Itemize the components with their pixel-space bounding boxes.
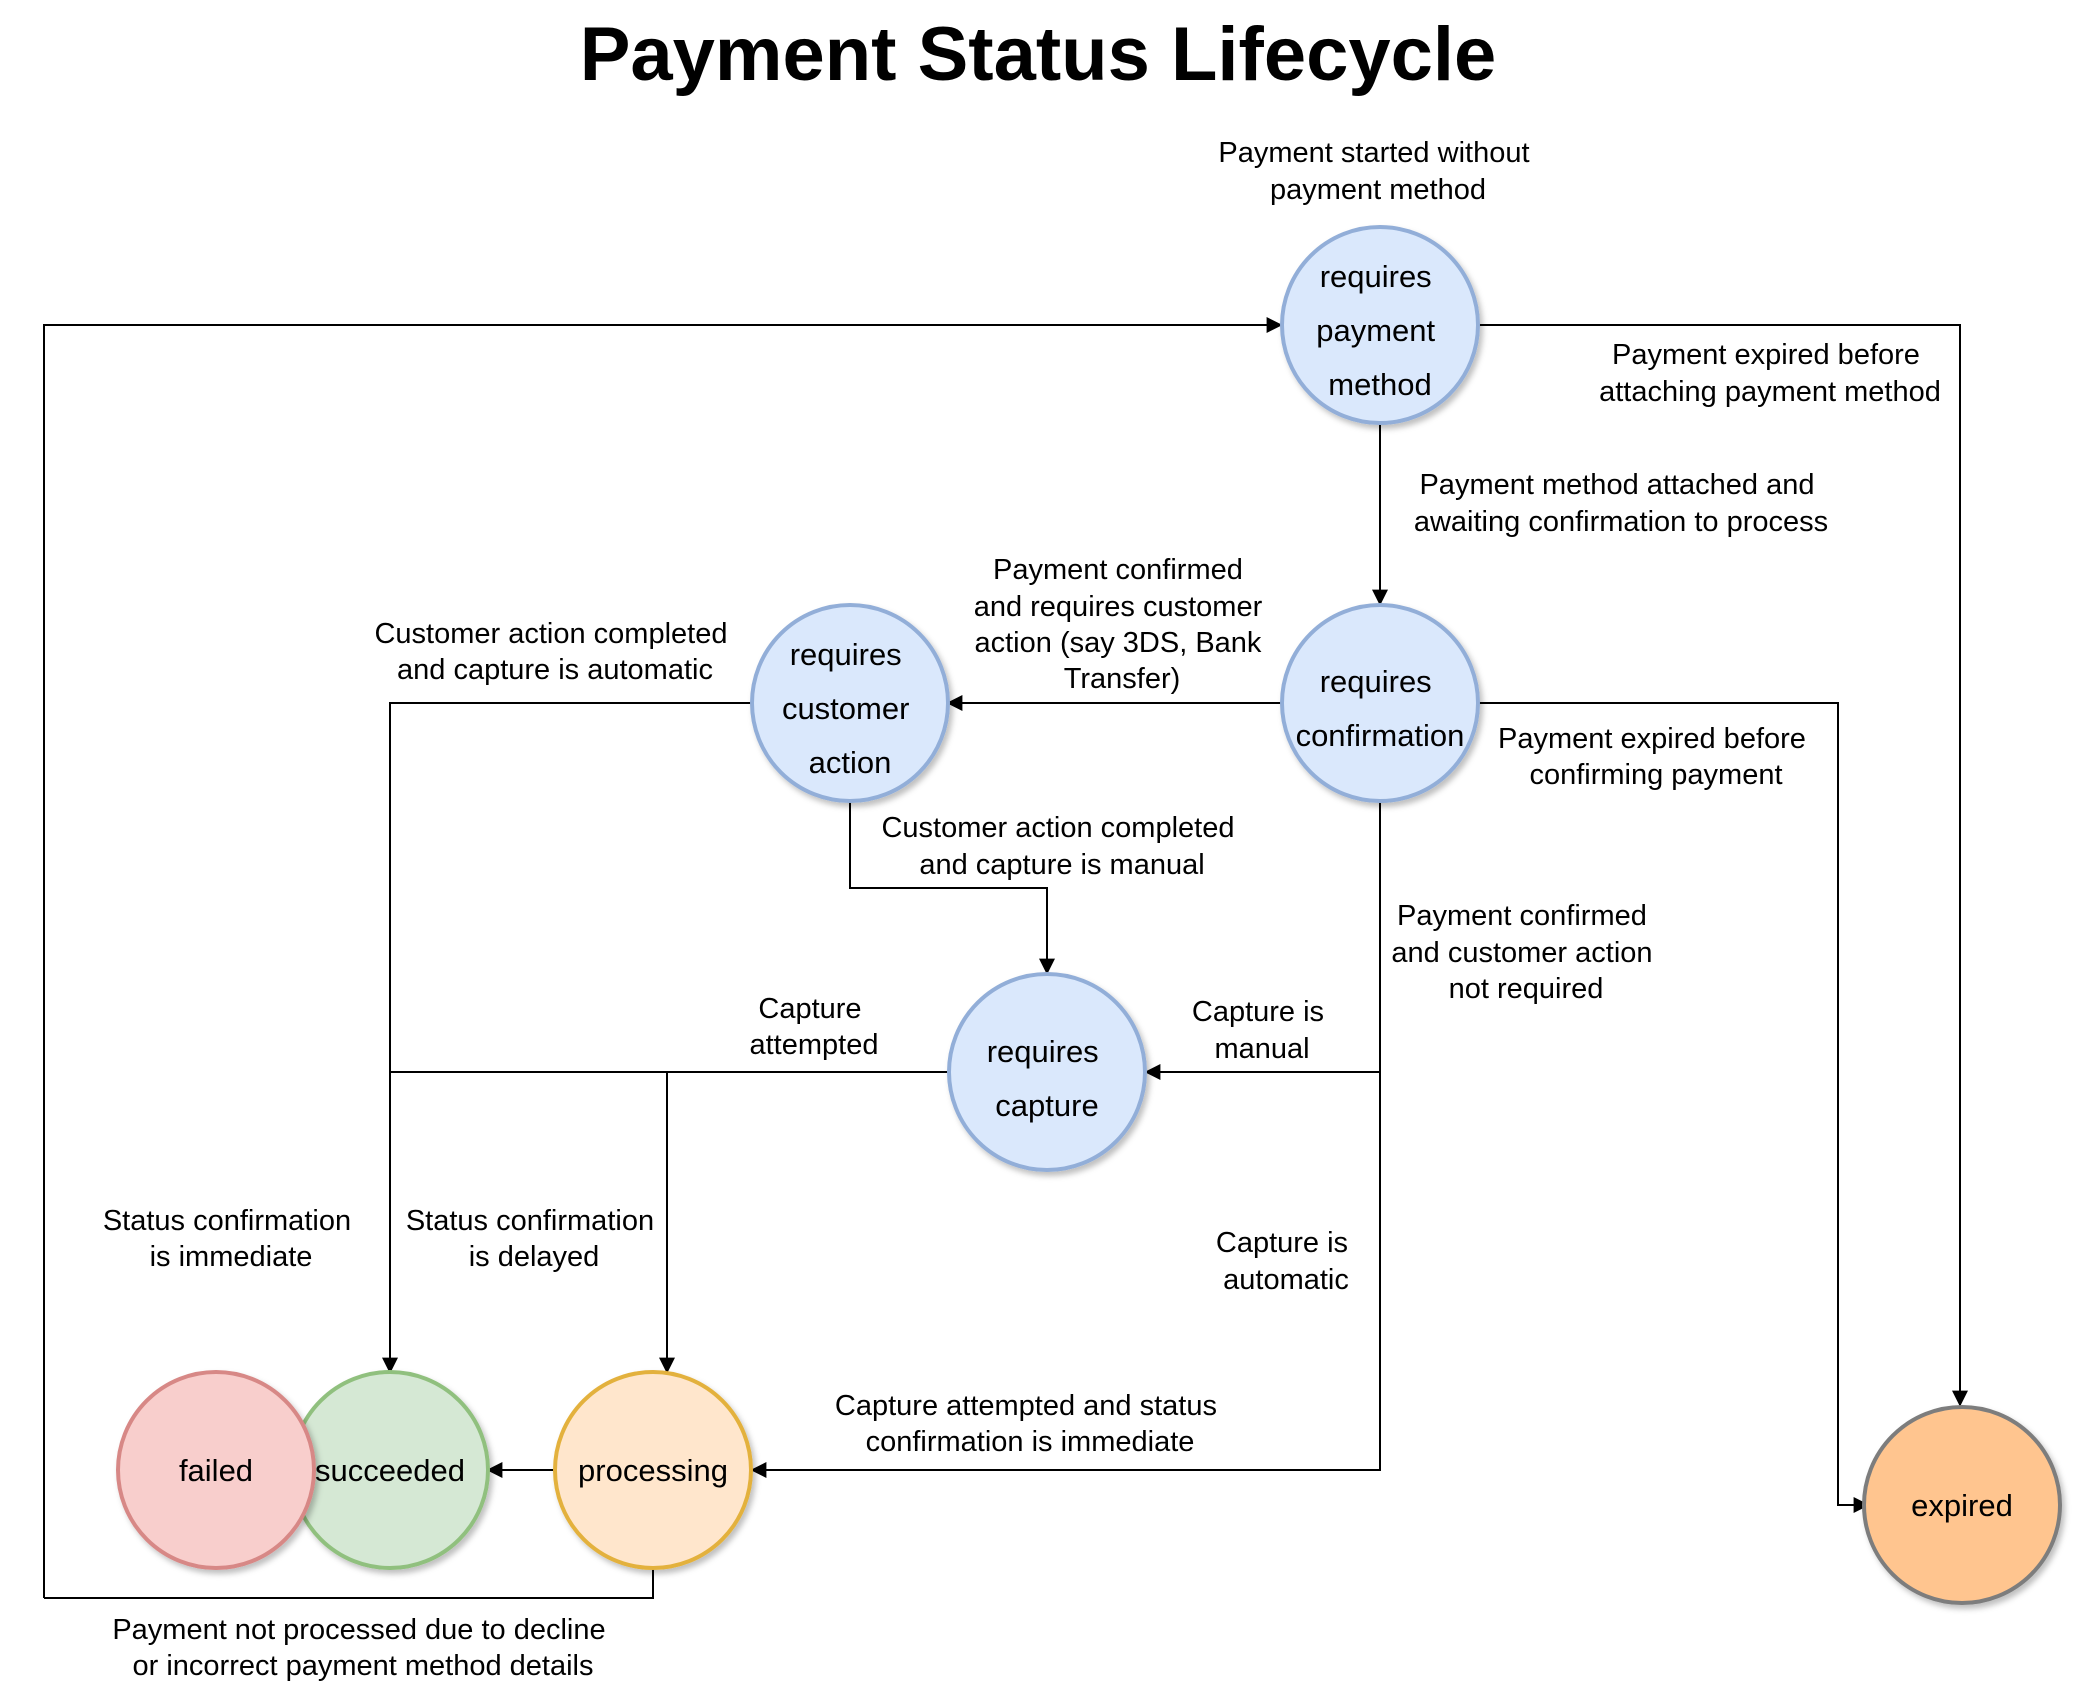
- label-capture-manual-line-2: manual: [1214, 1033, 1309, 1065]
- label-confirmed-requires-action-line-1: Payment confirmed: [993, 554, 1243, 586]
- label-capture-attempted-immediate-line-1: Capture attempted and status: [835, 1390, 1217, 1422]
- label-action-manual-capture: Customer action completed and capture is…: [881, 812, 1242, 881]
- edges: [43, 317, 1968, 1599]
- state-requires-confirmation-circle: [1280, 603, 1480, 803]
- state-processing-circle: [553, 1370, 753, 1570]
- label-action-manual-capture-line-2: and capture is manual: [919, 849, 1204, 881]
- edge-rc-to-processing: [750, 1072, 1381, 1478]
- label-status-immediate: Status confirmation is immediate: [103, 1205, 359, 1273]
- label-confirmed-no-action-line-2: and customer action: [1391, 937, 1652, 969]
- diagram-title: Payment Status Lifecycle: [580, 12, 1497, 97]
- label-capture-attempted-line-1: Capture: [758, 993, 861, 1025]
- state-failed-circle: [116, 1370, 316, 1570]
- state-failed-label: failed: [179, 1453, 253, 1488]
- states: requires payment method requires confirm…: [116, 225, 2062, 1605]
- edge-labels: Payment started without payment method P…: [103, 137, 1941, 1682]
- label-capture-manual-line-1: Capture is: [1192, 996, 1324, 1028]
- state-requires-customer-action: requires customer action: [750, 603, 950, 803]
- state-requires-payment-method-line-3: method: [1328, 367, 1431, 402]
- label-status-delayed-line-2: is delayed: [469, 1241, 600, 1273]
- label-action-auto-capture-line-2: and capture is automatic: [397, 654, 713, 686]
- label-action-manual-capture-line-1: Customer action completed: [881, 812, 1234, 844]
- state-requires-payment-method-line-1: requires: [1320, 259, 1432, 294]
- state-requires-confirmation: requires confirmation: [1280, 603, 1480, 803]
- state-requires-capture-line-1: requires: [987, 1034, 1099, 1069]
- state-requires-confirmation-line-1: requires: [1320, 664, 1432, 699]
- state-requires-payment-method-line-2: payment: [1316, 313, 1435, 348]
- label-capture-attempted-immediate: Capture attempted and status confirmatio…: [835, 1390, 1225, 1458]
- state-failed: failed: [116, 1370, 316, 1570]
- edge-rpm-to-expired: [1478, 324, 1968, 1407]
- label-not-processed-line-1: Payment not processed due to decline: [112, 1614, 605, 1646]
- label-method-attached-line-1: Payment method attached and: [1419, 469, 1814, 501]
- state-expired: expired: [1862, 1405, 2062, 1605]
- state-succeeded-label: succeeded: [315, 1453, 465, 1488]
- state-requires-customer-action-label: requires customer action: [782, 637, 918, 780]
- state-requires-capture-line-2: capture: [995, 1088, 1098, 1123]
- edge-rc-to-expired: [1478, 702, 1870, 1513]
- label-expired-before-confirm: Payment expired before confirming paymen…: [1498, 723, 1814, 791]
- state-requires-confirmation-label: requires confirmation: [1296, 664, 1465, 753]
- label-confirmed-requires-action-line-2: and requires customer: [974, 591, 1263, 623]
- label-confirmed-no-action: Payment confirmed and customer action no…: [1391, 900, 1660, 1005]
- label-expired-before-attach: Payment expired before attaching payment…: [1599, 339, 1941, 408]
- label-capture-attempted-immediate-line-2: confirmation is immediate: [866, 1426, 1195, 1458]
- state-requires-capture: requires capture: [947, 972, 1147, 1172]
- label-confirmed-requires-action: Payment confirmed and requires customer …: [974, 554, 1271, 695]
- label-start-line-1: Payment started without: [1218, 137, 1529, 169]
- label-capture-automatic-line-1: Capture is: [1216, 1227, 1348, 1259]
- label-action-auto-capture-line-1: Customer action completed: [374, 618, 727, 650]
- state-processing: processing: [553, 1370, 753, 1570]
- state-requires-confirmation-line-2: confirmation: [1296, 718, 1465, 753]
- state-processing-label: processing: [578, 1453, 728, 1488]
- label-action-auto-capture: Customer action completed and capture is…: [374, 618, 735, 686]
- label-capture-automatic-line-2: automatic: [1223, 1264, 1349, 1296]
- state-requires-payment-method: requires payment method: [1280, 225, 1480, 425]
- state-expired-circle: [1862, 1405, 2062, 1605]
- state-requires-customer-action-circle: [750, 603, 950, 803]
- label-expired-before-confirm-line-1: Payment expired before: [1498, 723, 1806, 755]
- edge-start-arrow: [43, 317, 1283, 1598]
- label-start-line-2: payment method: [1270, 174, 1486, 206]
- label-capture-attempted: Capture attempted: [750, 993, 879, 1061]
- edge-processing-to-rpm: [44, 1569, 654, 1599]
- label-status-delayed-line-1: Status confirmation: [406, 1205, 654, 1237]
- label-not-processed: Payment not processed due to decline or …: [112, 1614, 613, 1682]
- state-expired-label: expired: [1911, 1488, 2013, 1523]
- label-expired-before-attach-line-2: attaching payment method: [1599, 376, 1941, 408]
- label-confirmed-requires-action-line-4: Transfer): [1064, 663, 1181, 695]
- state-requires-capture-label: requires capture: [987, 1034, 1108, 1123]
- label-confirmed-requires-action-line-3: action (say 3DS, Bank: [975, 627, 1262, 659]
- label-method-attached: Payment method attached and awaiting con…: [1414, 469, 1828, 538]
- label-status-immediate-line-1: Status confirmation: [103, 1205, 351, 1237]
- label-capture-attempted-line-2: attempted: [750, 1029, 879, 1061]
- state-requires-customer-action-line-3: action: [809, 745, 892, 780]
- state-requires-payment-method-circle: [1280, 225, 1480, 425]
- label-capture-manual: Capture is manual: [1192, 996, 1332, 1065]
- label-capture-automatic: Capture is automatic: [1216, 1227, 1356, 1296]
- label-status-immediate-line-2: is immediate: [150, 1241, 313, 1273]
- state-requires-payment-method-label: requires payment method: [1316, 259, 1444, 402]
- label-expired-before-confirm-line-2: confirming payment: [1529, 759, 1782, 791]
- state-requires-customer-action-line-2: customer: [782, 691, 909, 726]
- edge-rca-to-rcap: [849, 802, 1055, 975]
- label-start: Payment started without payment method: [1218, 137, 1537, 206]
- label-not-processed-line-2: or incorrect payment method details: [133, 1650, 594, 1682]
- state-requires-customer-action-line-1: requires: [790, 637, 902, 672]
- state-requires-capture-circle: [947, 972, 1147, 1172]
- label-confirmed-no-action-line-3: not required: [1449, 973, 1604, 1005]
- label-status-delayed: Status confirmation is delayed: [406, 1205, 662, 1273]
- label-expired-before-attach-line-1: Payment expired before: [1612, 339, 1920, 371]
- label-method-attached-line-2: awaiting confirmation to process: [1414, 506, 1828, 538]
- edge-rca-to-succeeded: [382, 702, 751, 1374]
- label-confirmed-no-action-line-1: Payment confirmed: [1397, 900, 1647, 932]
